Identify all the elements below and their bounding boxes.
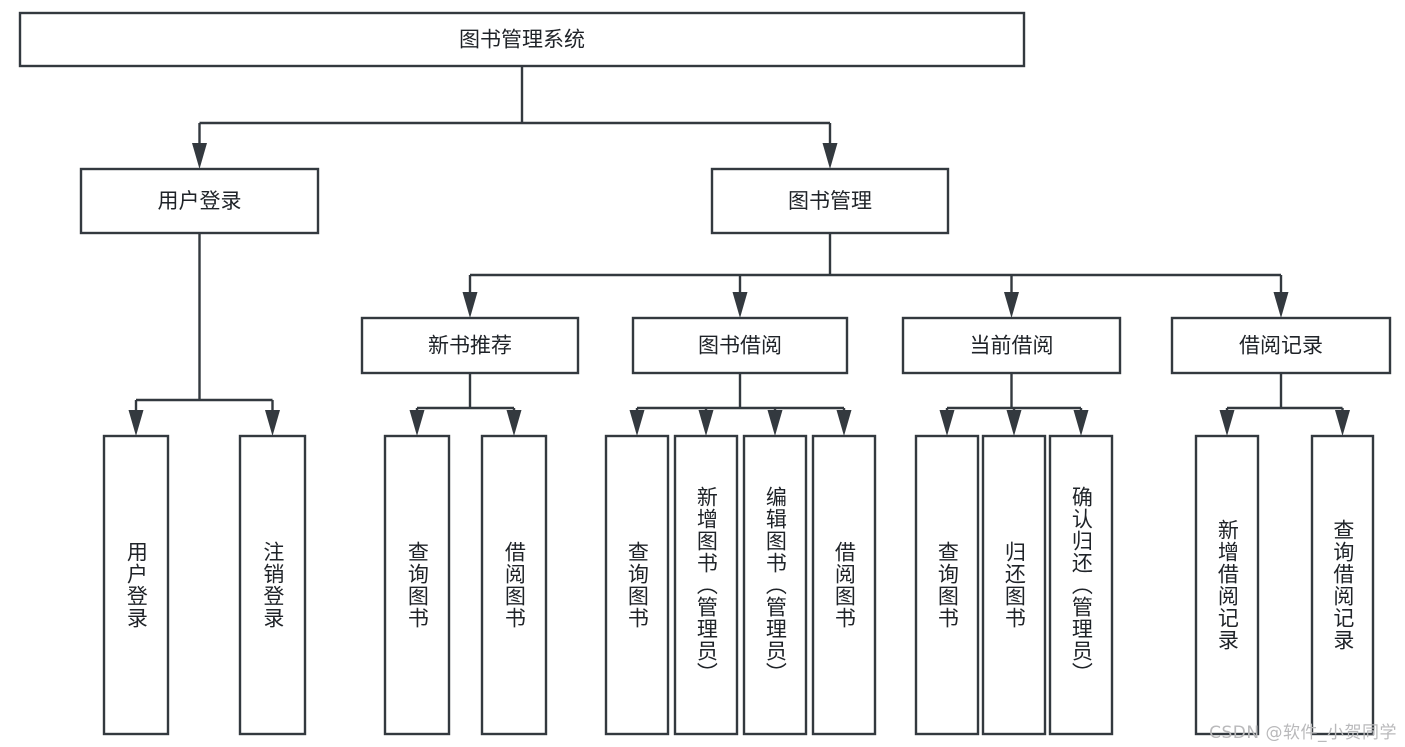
node-box-l3_new_book[interactable] [360,316,580,375]
node-label-root: 图书管理系统 [459,28,585,52]
edge-group-l3_record [1219,373,1350,436]
edge-group-l3_new_book [409,373,522,436]
node-box-l3_borrow[interactable] [631,316,849,375]
node-label-l3_new_book: 新书推荐 [428,334,512,358]
node-box-l2_user_login[interactable] [79,167,320,235]
node-box-l4_cb_query[interactable] [914,434,980,736]
node-box-l4_user_login[interactable] [102,434,170,736]
node-label-l3_record: 借阅记录 [1239,334,1323,358]
node-box-l4_rec_query[interactable] [1310,434,1375,736]
node-box-l4_bb_borrow[interactable] [811,434,877,736]
node-box-l4_nb_query[interactable] [383,434,451,736]
edge-group-l3_current [939,373,1089,436]
node-label-l3_current: 当前借阅 [970,334,1054,358]
node-box-l4_user_logout[interactable] [238,434,307,736]
edge-group-l3_borrow [629,373,852,436]
node-label-l3_borrow: 图书借阅 [698,334,782,358]
node-box-l4_bb_add[interactable] [673,434,739,736]
node-label-l2_book_mgmt: 图书管理 [788,189,872,213]
edge-group-root [192,66,838,169]
edge-group-l2_user_login [128,233,280,436]
node-box-l3_record[interactable] [1170,316,1392,375]
watermark-credit: CSDN @软件_小贺同学 [1209,723,1397,743]
node-box-l4_cb_confirm[interactable] [1048,434,1114,736]
node-box-l3_current[interactable] [901,316,1122,375]
node-box-l2_book_mgmt[interactable] [710,167,950,235]
node-box-l4_rec_add[interactable] [1194,434,1260,736]
node-box-l4_bb_query[interactable] [604,434,670,736]
node-label-l2_user_login: 用户登录 [158,189,242,213]
box-layer [18,11,1392,736]
node-box-l4_bb_edit[interactable] [742,434,808,736]
edge-group-l2_book_mgmt [462,233,1289,318]
connector-layer [128,66,1350,436]
node-box-l4_nb_borrow[interactable] [480,434,548,736]
node-box-root[interactable] [18,11,1026,68]
node-box-l4_cb_return[interactable] [981,434,1047,736]
